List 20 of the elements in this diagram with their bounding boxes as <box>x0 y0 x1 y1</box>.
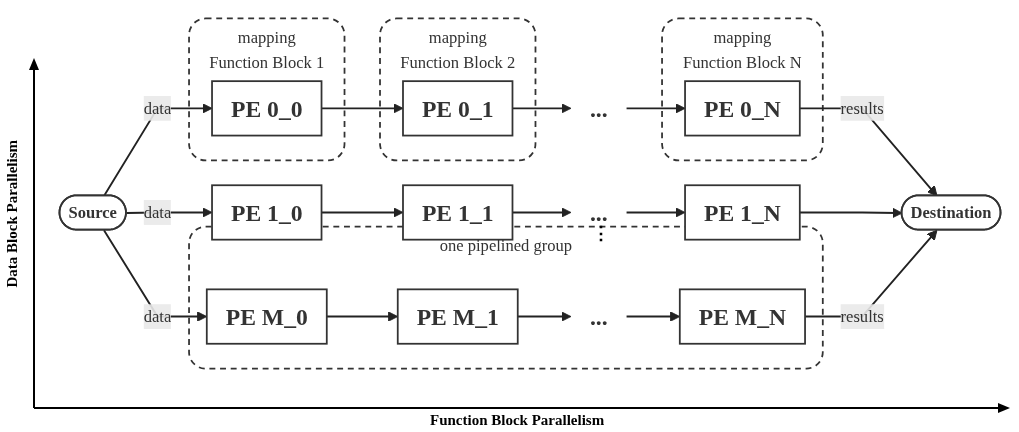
node-box: PE M_N <box>678 288 806 346</box>
node-box: PE 0_0 <box>211 80 323 137</box>
arrow <box>625 103 686 115</box>
edge-label: data <box>143 204 172 222</box>
node-text: ... <box>589 95 608 122</box>
axis-title: Data Block Parallelism <box>4 140 21 288</box>
edge-label: data <box>143 99 172 118</box>
edge-label: data <box>143 308 172 326</box>
edge-label: results <box>840 99 884 118</box>
node-box: PE 0_1 <box>402 80 514 137</box>
edge-label: results <box>840 308 884 326</box>
node-text: ... <box>589 304 608 331</box>
arrow <box>625 207 686 219</box>
node-box: PE M_1 <box>396 288 519 346</box>
node-box: PE 1_N <box>684 184 801 241</box>
axis-title: Function Block Parallelism <box>430 412 605 429</box>
node-box: PE 1_0 <box>211 184 323 241</box>
node-box: PE 1_1 <box>402 184 514 241</box>
node-box: PE 0_N <box>684 80 801 137</box>
node-box: PE M_0 <box>205 288 328 346</box>
